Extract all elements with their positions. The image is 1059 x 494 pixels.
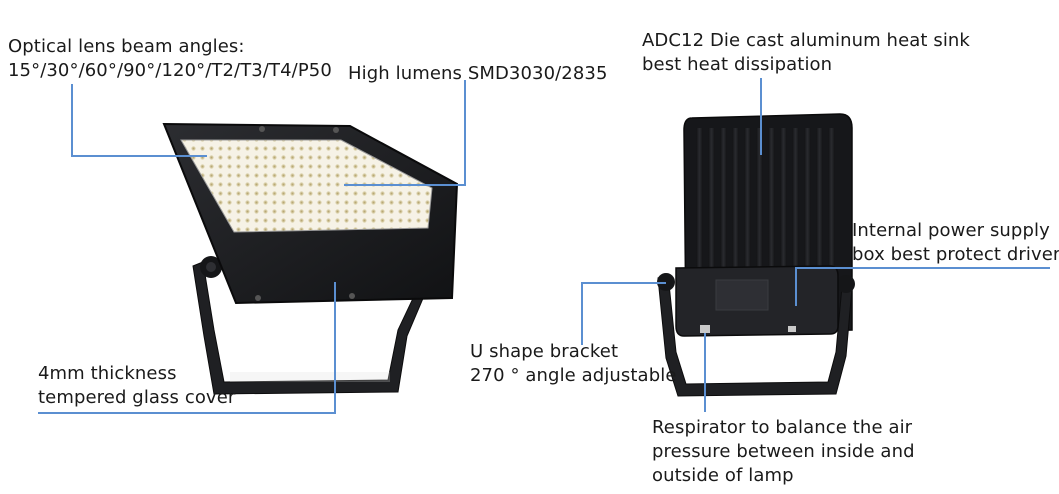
front-led-panel	[180, 139, 433, 233]
label-heat-sink-line1: ADC12 Die cast aluminum heat sink	[642, 30, 970, 51]
label-respirator-line3: outside of lamp	[652, 465, 794, 486]
label-high-lumens: High lumens SMD3030/2835	[348, 62, 608, 86]
callout-line-high-lumens	[344, 80, 466, 186]
callout-line-power-box	[795, 267, 1050, 306]
label-u-bracket-line2: 270 ° angle adjustable	[470, 365, 677, 386]
label-optical-lens: Optical lens beam angles: 15°/30°/60°/90…	[8, 35, 332, 83]
callout-line-u-bracket	[581, 282, 666, 345]
respirator-valve	[700, 325, 710, 333]
label-high-lumens-line1: High lumens SMD3030/2835	[348, 63, 608, 84]
label-glass-cover: 4mm thickness tempered glass cover	[38, 362, 235, 410]
label-heat-sink: ADC12 Die cast aluminum heat sink best h…	[642, 29, 970, 77]
label-optical-lens-line1: Optical lens beam angles:	[8, 36, 245, 57]
label-power-box: Internal power supply box best protect d…	[852, 219, 1059, 267]
label-u-bracket: U shape bracket 270 ° angle adjustable	[470, 340, 677, 388]
back-right-knob	[837, 275, 855, 293]
callout-line-glass-cover	[38, 282, 336, 414]
label-respirator-line1: Respirator to balance the air	[652, 417, 913, 438]
label-power-box-line1: Internal power supply	[852, 220, 1050, 241]
front-floodlight	[162, 122, 459, 395]
label-glass-cover-line1: 4mm thickness	[38, 363, 177, 384]
callout-lines	[38, 78, 1050, 414]
label-respirator: Respirator to balance the air pressure b…	[652, 416, 915, 488]
label-glass-cover-line2: tempered glass cover	[38, 387, 236, 408]
back-floodlight	[657, 113, 855, 397]
callout-line-optical-lens	[71, 84, 207, 157]
label-optical-lens-line2: 15°/30°/60°/90°/120°/T2/T3/T4/P50	[8, 60, 332, 81]
heat-sink-fins	[696, 128, 835, 318]
label-power-box-line2: box best protect driver	[852, 244, 1059, 265]
label-respirator-line2: pressure between inside and	[652, 441, 915, 462]
label-heat-sink-line2: best heat dissipation	[642, 54, 833, 75]
label-u-bracket-line1: U shape bracket	[470, 341, 619, 362]
power-box-label-plate	[715, 279, 769, 311]
